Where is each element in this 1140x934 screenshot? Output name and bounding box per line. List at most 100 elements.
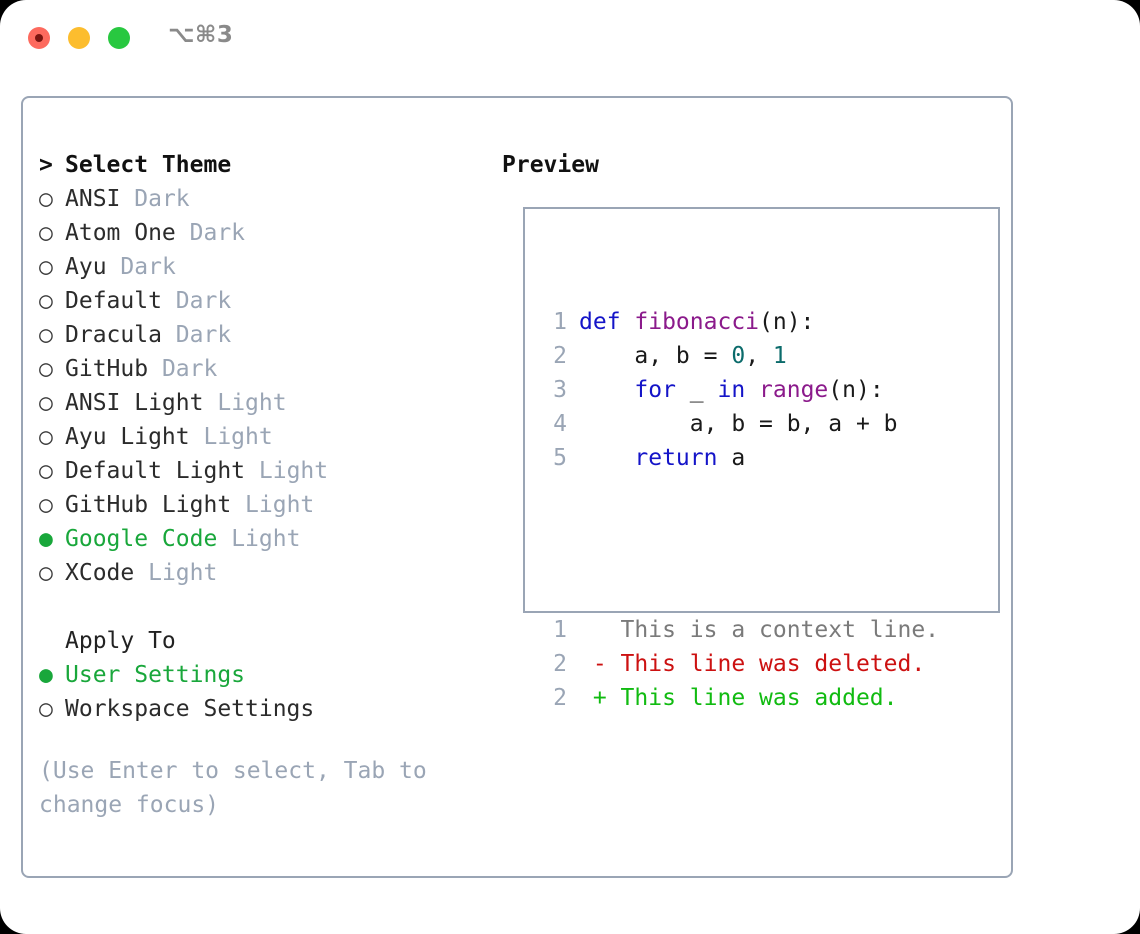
code-line-number: 5 (553, 445, 567, 471)
theme-list-item[interactable]: ●Google Code Light (39, 522, 489, 556)
radio-unselected-icon[interactable]: ○ (39, 220, 53, 246)
theme-name-label: ANSI Light (65, 390, 204, 416)
code-token-pl: a (731, 445, 746, 471)
theme-name-label: Default (65, 288, 162, 314)
theme-category-badge: Light (258, 458, 329, 484)
code-token-num: 1 (772, 343, 787, 369)
apply-to-list-item[interactable]: ● User Settings (39, 658, 489, 692)
select-theme-header-label: Select Theme (65, 152, 232, 178)
apply-to-list: ● User Settings ○ Workspace Settings (39, 658, 489, 726)
code-token-fn: range (759, 377, 829, 403)
code-line: 1 def fibonacci(n): (537, 305, 939, 339)
list-spacer (39, 590, 489, 624)
code-token-pl: (n): (828, 377, 884, 403)
select-theme-header: > Select Theme (39, 148, 489, 182)
theme-list-item[interactable]: ○Default Dark (39, 284, 489, 318)
code-token-pl: (n): (759, 309, 815, 335)
code-token-pl: , (745, 343, 773, 369)
radio-selected-icon[interactable]: ● (39, 526, 53, 552)
theme-list-item[interactable]: ○ Default Light Light (39, 454, 489, 488)
radio-unselected-icon[interactable]: ○ (39, 356, 53, 382)
diff-line-add: 2 + This line was added. (537, 681, 939, 715)
radio-unselected-icon[interactable]: ○ (39, 322, 53, 348)
radio-unselected-icon[interactable]: ○ (39, 696, 53, 722)
apply-to-header-label: Apply To (65, 628, 176, 654)
radio-unselected-icon[interactable]: ○ (39, 458, 53, 484)
code-token-kw: in (717, 377, 760, 403)
radio-unselected-icon[interactable]: ○ (39, 288, 53, 314)
diff-line-del: 2 - This line was deleted. (537, 647, 939, 681)
radio-unselected-icon[interactable]: ○ (39, 186, 53, 212)
diff-lines: 1 This is a context line.2 - This line w… (537, 613, 939, 715)
theme-name-label: GitHub Light (65, 492, 232, 518)
hint-spacer (39, 726, 489, 754)
theme-name-label: ANSI (65, 186, 121, 212)
theme-list-item[interactable]: ○ GitHub Dark (39, 352, 489, 386)
apply-to-header: Apply To (39, 624, 489, 658)
theme-name-label: Google Code (65, 526, 218, 552)
radio-unselected-icon[interactable]: ○ (39, 424, 53, 450)
zoom-button-icon[interactable] (108, 27, 130, 49)
apply-to-label: Workspace Settings (65, 696, 315, 722)
theme-list-item[interactable]: ○XCode Light (39, 556, 489, 590)
apply-to-list-item[interactable]: ○ Workspace Settings (39, 692, 489, 726)
code-line-number: 4 (553, 411, 567, 437)
theme-category-badge: Dark (189, 220, 246, 246)
theme-list-item[interactable]: ○ ANSI Dark (39, 182, 489, 216)
keyboard-shortcut-label: ⌥⌘3 (168, 22, 234, 48)
theme-list-item[interactable]: ○ Ayu Light Light (39, 420, 489, 454)
theme-list: ○ANSI Dark○Atom One Dark○Ayu Dark○Defaul… (39, 182, 489, 590)
theme-name-label: Atom One (65, 220, 176, 246)
theme-category-badge: Dark (134, 186, 190, 212)
radio-unselected-icon[interactable]: ○ (39, 492, 53, 518)
code-token-kw: for (634, 377, 690, 403)
code-diff-gap (537, 527, 939, 561)
diff-line-ctx: 1 This is a context line. (537, 613, 939, 647)
theme-name-label: GitHub (65, 356, 149, 382)
code-line: 4 a, b = b, a + b (537, 407, 939, 441)
title-bar: ⌥⌘3 (0, 0, 1140, 76)
code-line-number: 3 (553, 377, 567, 403)
theme-category-badge: Dark (120, 254, 176, 280)
code-line-number: 2 (553, 343, 567, 369)
theme-category-badge: Light (217, 390, 287, 416)
radio-unselected-icon[interactable]: ○ (39, 390, 53, 416)
theme-category-badge: Light (203, 424, 273, 450)
code-token-fn: fibonacci (634, 309, 760, 335)
radio-unselected-icon[interactable]: ○ (39, 254, 53, 280)
theme-list-item[interactable]: ○ GitHub Light Light (39, 488, 489, 522)
theme-name-label: Ayu Light (65, 424, 190, 450)
theme-name-label: Default Light (65, 458, 246, 484)
code-line-number: 1 (553, 309, 567, 335)
minimize-button-icon[interactable] (68, 27, 90, 49)
theme-list-item[interactable]: ○Ayu Dark (39, 250, 489, 284)
theme-list-item[interactable]: ○Dracula Dark (39, 318, 489, 352)
diff-line-number: 2 (553, 651, 567, 677)
code-token-pl: _ (689, 377, 718, 403)
theme-category-badge: Light (245, 492, 315, 518)
radio-selected-icon[interactable]: ● (39, 662, 53, 688)
diff-line-text: - This line was deleted. (579, 651, 926, 677)
code-token-num: 0 (731, 343, 746, 369)
theme-list-item[interactable]: ○ ANSI Light Light (39, 386, 489, 420)
radio-unselected-icon[interactable]: ○ (39, 560, 53, 586)
caret-icon: > (39, 152, 53, 178)
diff-line-text: This is a context line. (579, 617, 940, 643)
theme-category-badge: Light (148, 560, 218, 586)
code-token-kw: return (634, 445, 732, 471)
keyboard-hint-text: (Use Enter to select, Tab to change focu… (39, 758, 427, 818)
close-button-icon[interactable] (28, 27, 50, 49)
theme-name-label: Dracula (65, 322, 162, 348)
code-token-pl: a, b = b, a + b (689, 411, 898, 437)
theme-selector-card: >Select Theme ○ANSI Dark○Atom One Dark○A… (21, 96, 1013, 878)
theme-list-item[interactable]: ○ Atom One Dark (39, 216, 489, 250)
theme-category-badge: Dark (161, 356, 218, 382)
code-token-pl: a, b = (634, 343, 732, 369)
code-token-kw: def (579, 309, 635, 335)
apply-to-label: User Settings (65, 662, 246, 688)
diff-line-number: 2 (553, 685, 567, 711)
